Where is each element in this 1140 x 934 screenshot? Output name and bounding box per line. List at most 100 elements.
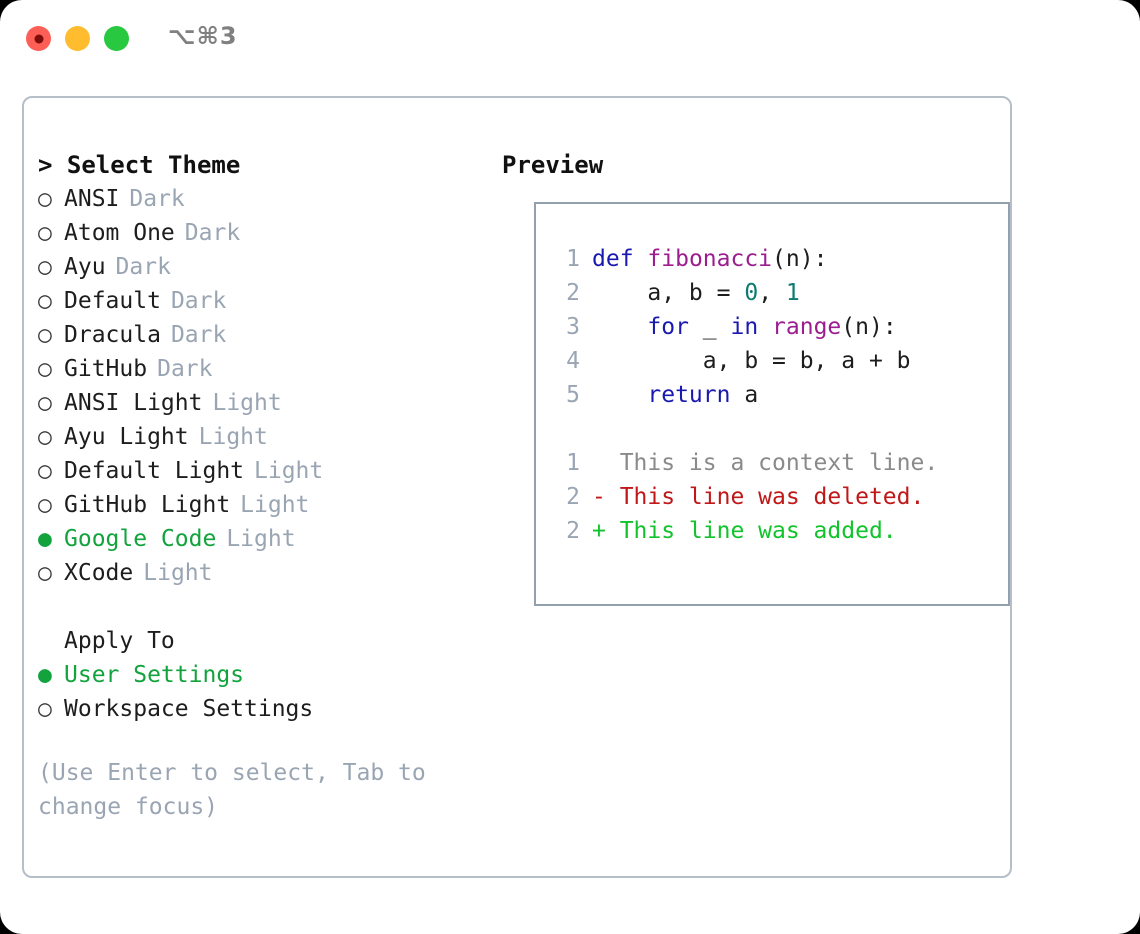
radio-unselected-icon: ○	[38, 390, 52, 416]
theme-name: ANSI Light	[64, 390, 203, 416]
token-pl: a, b =	[592, 280, 745, 306]
close-button[interactable]	[26, 26, 51, 51]
keyboard-hint: (Use Enter to select, Tab to change focu…	[38, 760, 440, 820]
radio-unselected-icon: ○	[38, 424, 52, 450]
theme-option-default-light[interactable]: ○ Default Light Light	[38, 454, 490, 488]
radio-unselected-icon: ○	[38, 696, 52, 722]
diff-line-add: 2 + This line was added.	[552, 514, 1002, 548]
apply-to-label: Apply To	[64, 628, 175, 654]
radio-unselected-icon: ○	[38, 288, 52, 314]
minimize-button[interactable]	[65, 26, 90, 51]
line-number: 2	[566, 518, 580, 544]
token-fn: range	[772, 314, 842, 340]
title-shortcut-label: ⌥⌘3	[168, 22, 238, 50]
code-text: def fibonacci(n):	[592, 242, 827, 276]
radio-unselected-icon: ○	[38, 560, 52, 586]
theme-variant-tag: Dark	[129, 186, 185, 212]
radio-selected-icon: ●	[38, 526, 52, 552]
radio-unselected-icon: ○	[38, 322, 52, 348]
diff-text: + This line was added.	[592, 518, 897, 544]
token-kw: in	[730, 314, 759, 340]
diff-sample: 1 This is a context line. 2 - This line wa…	[552, 446, 1002, 548]
code-diff-gap	[552, 412, 1002, 446]
radio-unselected-icon: ○	[38, 492, 52, 518]
radio-unselected-icon: ○	[38, 356, 52, 382]
theme-variant-tag: Dark	[170, 288, 227, 314]
code-line: 1 def fibonacci(n):	[552, 242, 1002, 276]
token-pl	[592, 382, 647, 408]
radio-unselected-icon: ○	[38, 220, 52, 246]
token-pl	[592, 314, 647, 340]
token-num: 1	[785, 280, 800, 306]
token-pl: ,	[758, 280, 786, 306]
theme-name: Default	[64, 288, 161, 314]
theme-name: Default Light	[64, 458, 245, 484]
theme-name: Ayu	[64, 254, 106, 280]
theme-option-ayu[interactable]: ○ Ayu Dark	[38, 250, 490, 284]
line-number: 1	[566, 450, 580, 476]
code-line: 4 a, b = b, a + b	[552, 344, 1002, 378]
theme-variant-tag: Dark	[157, 356, 213, 382]
maximize-button[interactable]	[104, 26, 129, 51]
preview-title: Preview	[502, 151, 604, 179]
diff-text: This is a context line.	[592, 450, 939, 476]
line-number: 3	[566, 314, 580, 340]
line-number: 4	[566, 348, 580, 374]
token-pl: _	[688, 314, 731, 340]
theme-variant-tag: Light	[226, 526, 296, 552]
apply-to-options[interactable]: ● User Settings ○ Workspace Settings	[38, 658, 490, 726]
token-pl: (n):	[841, 314, 897, 340]
token-kw: def	[592, 246, 634, 272]
line-number: 2	[566, 280, 580, 306]
line-number: 1	[566, 246, 580, 272]
theme-option-xcode[interactable]: ○ XCode Light	[38, 556, 490, 590]
theme-name: Atom One	[64, 220, 175, 246]
theme-variant-tag: Dark	[115, 254, 171, 280]
token-pl: (n):	[772, 246, 828, 272]
theme-name: Dracula	[64, 322, 161, 348]
apply-option-label: User Settings	[64, 662, 245, 688]
theme-option-default[interactable]: ○ Default Dark	[38, 284, 490, 318]
blank-marker-icon: ○	[38, 624, 64, 658]
title-bar: ⌥⌘3	[0, 0, 1140, 78]
diff-line-del: 2 - This line was deleted.	[552, 480, 1002, 514]
radio-unselected-icon: ○	[38, 458, 52, 484]
apply-to-heading: ○ Apply To	[38, 624, 490, 658]
apply-option-user-settings[interactable]: ● User Settings	[38, 658, 490, 692]
code-text: a, b = 0, 1	[592, 276, 800, 310]
section-spacer	[38, 590, 490, 624]
apply-option-label: Workspace Settings	[64, 696, 314, 722]
radio-unselected-icon: ○	[38, 254, 52, 280]
theme-variant-tag: Light	[254, 458, 324, 484]
token-pl: a	[730, 382, 759, 408]
token-pl	[634, 246, 648, 272]
theme-name: XCode	[64, 560, 134, 586]
code-line: 3 for _ in range(n):	[552, 310, 1002, 344]
page-title: > Select Theme	[38, 151, 241, 179]
theme-name: Ayu Light	[64, 424, 189, 450]
line-number: 2	[566, 484, 580, 510]
code-text: a, b = b, a + b	[592, 344, 911, 378]
line-number: 5	[566, 382, 580, 408]
diff-text: - This line was deleted.	[592, 484, 925, 510]
theme-variant-tag: Light	[143, 560, 213, 586]
token-pl: a, b = b, a + b	[592, 348, 911, 374]
apply-option-workspace-settings[interactable]: ○ Workspace Settings	[38, 692, 490, 726]
radio-selected-icon: ●	[38, 662, 52, 688]
diff-line-ctx: 1 This is a context line.	[552, 446, 1002, 480]
radio-unselected-icon: ○	[38, 186, 52, 212]
